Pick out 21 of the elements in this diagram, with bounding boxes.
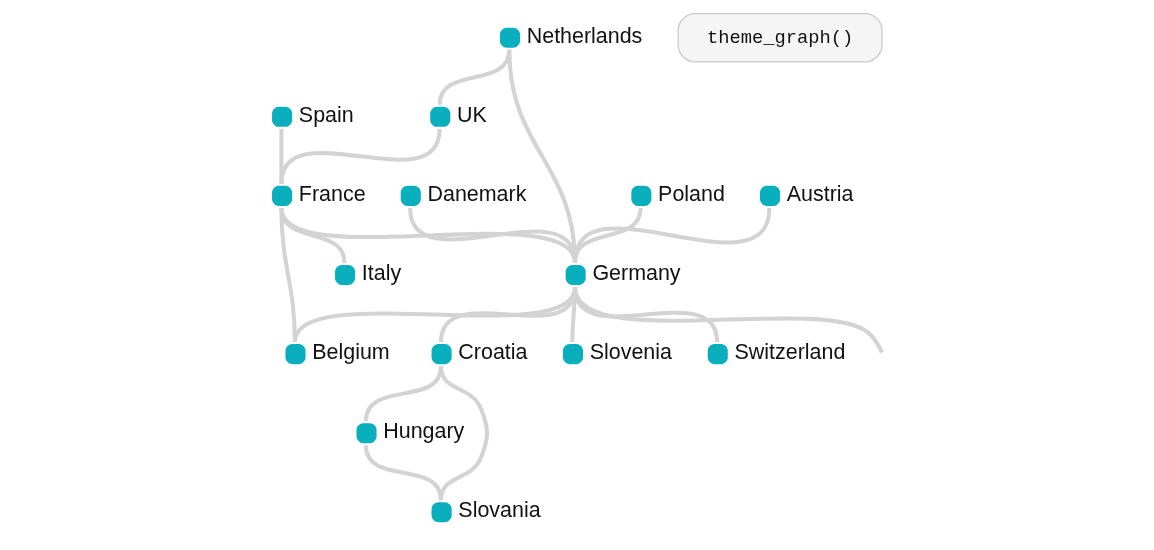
node-label: Danemark	[427, 182, 527, 206]
connector	[279, 207, 347, 264]
node-label: Switzerland	[734, 340, 846, 365]
node-label: Croatia	[458, 340, 528, 365]
node-label: Slovenia	[589, 340, 672, 365]
node-label: Austria	[786, 182, 854, 206]
connector	[279, 128, 442, 185]
node-label: Italy	[361, 261, 402, 286]
connector	[279, 128, 284, 184]
label: theme_graph()	[706, 26, 854, 49]
connector	[573, 286, 884, 354]
node-label: Netherlands	[526, 23, 643, 48]
node-label: Spain	[298, 102, 354, 127]
connector	[438, 365, 490, 501]
node-label: Hungary	[383, 419, 465, 444]
node-label: France	[298, 182, 366, 206]
node-label: Slovania	[458, 498, 541, 523]
node-label: UK	[457, 102, 487, 127]
node-label: Belgium	[312, 340, 390, 365]
node-label: Germany	[592, 261, 681, 286]
node-label: Poland	[658, 182, 725, 206]
